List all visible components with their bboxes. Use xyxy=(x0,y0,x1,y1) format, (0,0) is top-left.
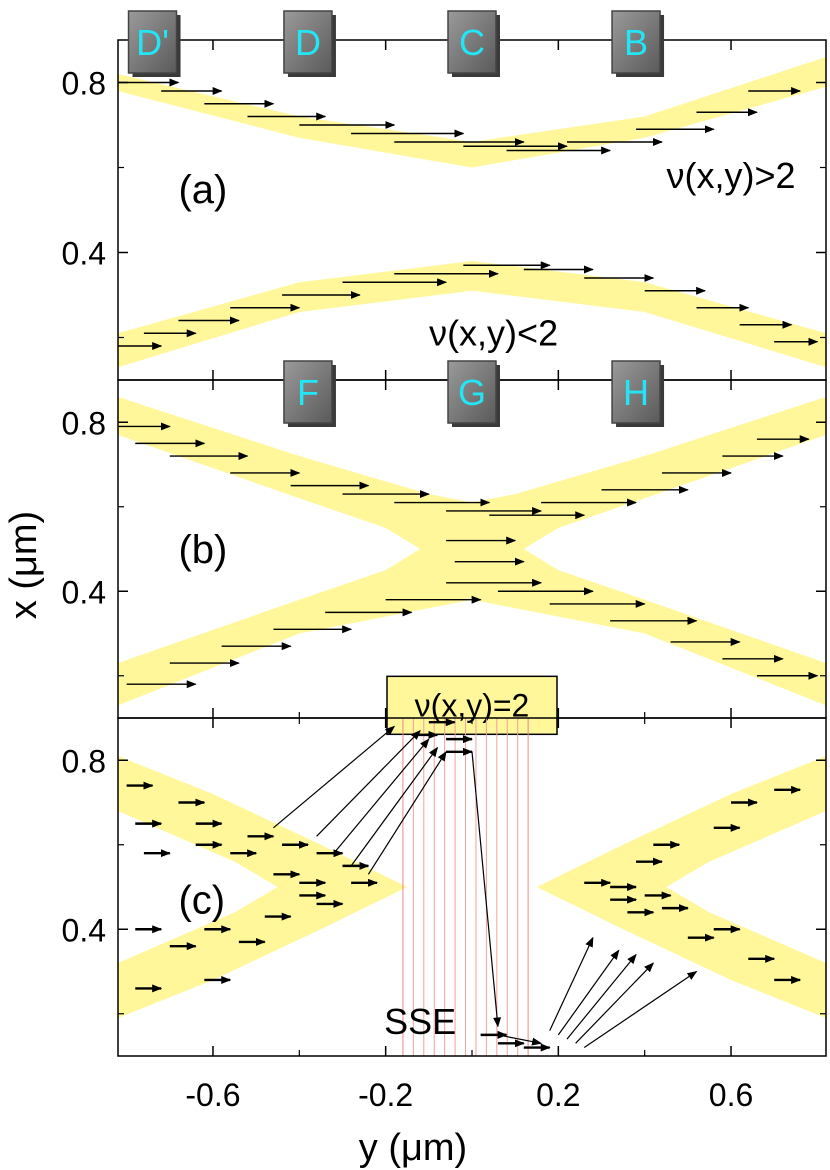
long-arrow xyxy=(566,953,637,1040)
y-tick-label: 0.8 xyxy=(62,743,106,779)
marker-label: F xyxy=(297,372,319,413)
y-tick-label: 0.4 xyxy=(62,236,106,272)
sse-region xyxy=(402,718,529,1056)
marker-box xyxy=(447,360,497,424)
x-tick-label: 0.6 xyxy=(709,1077,753,1113)
marker-box xyxy=(611,10,661,74)
band-0-0 xyxy=(118,57,826,168)
long-arrow xyxy=(549,936,594,1031)
long-arrow xyxy=(333,738,430,854)
marker-label: D xyxy=(295,22,321,63)
long-arrow xyxy=(497,1034,543,1046)
long-arrow xyxy=(575,962,655,1044)
long-arrow xyxy=(557,949,620,1036)
x-axis-label: y (μm) xyxy=(359,1127,467,1169)
marker-box xyxy=(283,10,333,74)
band-0-1 xyxy=(118,261,826,368)
marker-box xyxy=(127,10,178,74)
marker-label: G xyxy=(458,372,486,413)
annotation: ν(x,y)<2 xyxy=(429,312,558,353)
marker-label: B xyxy=(624,22,648,63)
panel-2: 0.8 0.4 (c) SSE xyxy=(62,717,827,1057)
long-arrow xyxy=(471,751,502,1028)
y-tick-label: 0.8 xyxy=(62,405,106,441)
marker-box xyxy=(283,360,333,424)
marker-label: D' xyxy=(136,22,169,63)
band-2-1 xyxy=(536,756,826,1018)
panel-label: (a) xyxy=(178,168,227,212)
x-tick-label: -0.6 xyxy=(185,1077,240,1113)
y-tick-label: 0.4 xyxy=(62,912,106,948)
annotation: ν(x,y)>2 xyxy=(667,155,796,196)
marker-label: C xyxy=(459,22,485,63)
band-2-0 xyxy=(118,756,408,1018)
marker-label: H xyxy=(623,372,649,413)
panel-label: (b) xyxy=(178,528,227,572)
long-arrow xyxy=(273,725,396,829)
panel-label: (c) xyxy=(178,879,225,923)
y-tick-label: 0.8 xyxy=(62,66,106,102)
long-arrow xyxy=(367,750,447,875)
long-arrow xyxy=(316,729,421,837)
y-axis-label: x (μm) xyxy=(3,511,45,619)
long-arrow xyxy=(583,970,698,1049)
y-tick-label: 0.4 xyxy=(62,574,106,610)
annotation: SSE xyxy=(384,1001,456,1042)
marker-box xyxy=(447,10,497,74)
x-tick-label: 0.2 xyxy=(536,1077,580,1113)
panel-0: 0.8 0.4 (a) ν(x,y)>2 ν(x,y)<2 D' D C B xyxy=(62,10,827,381)
annotation-box xyxy=(386,675,558,736)
long-arrow xyxy=(350,746,439,867)
x-tick-label: -0.2 xyxy=(358,1077,413,1113)
marker-box xyxy=(611,360,661,424)
